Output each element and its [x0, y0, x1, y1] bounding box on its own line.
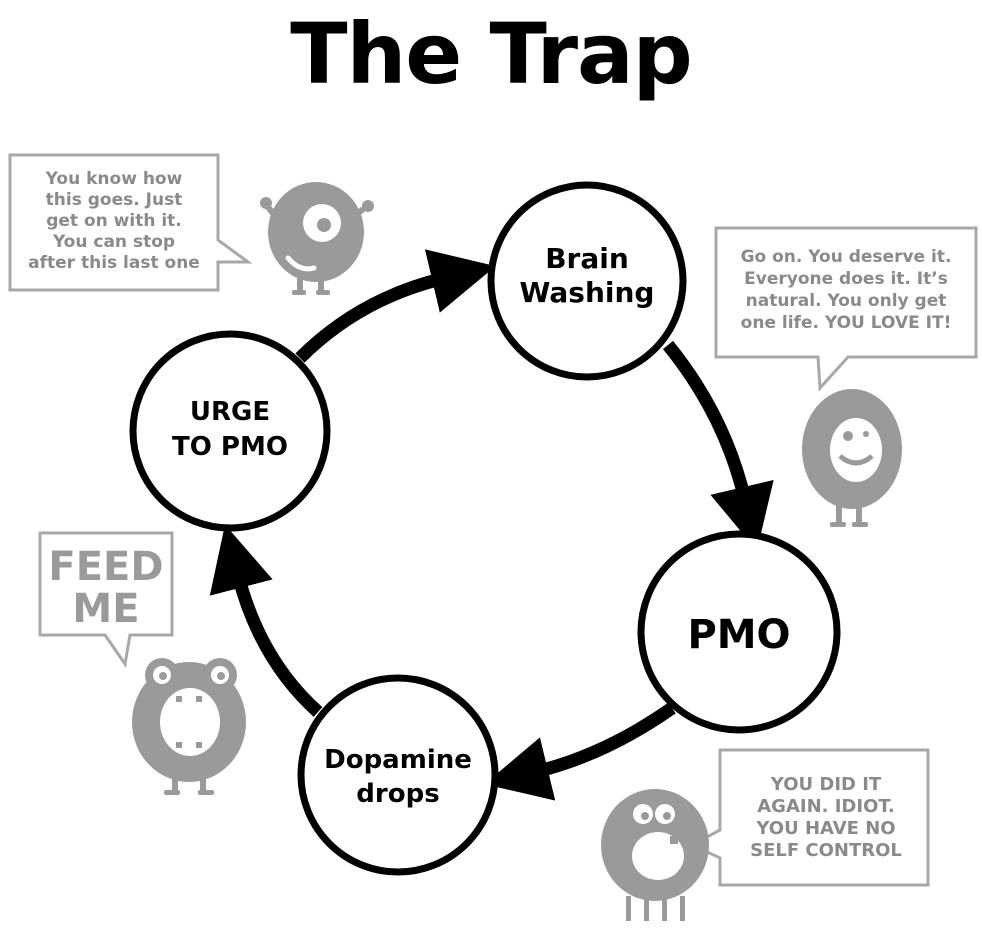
bubble-line: get on with it. [46, 211, 182, 231]
arrow-dopamine-to-urge [209, 524, 323, 717]
bubble-line: Everyone does it. It’s [744, 269, 948, 289]
node-dopamine-drops: Dopamine drops [297, 674, 499, 876]
bubble-line: SELF CONTROL [750, 840, 902, 861]
node-brain-washing: Brain Washing [487, 181, 687, 381]
monster-shouting [601, 789, 709, 921]
cycle-arrows [209, 249, 774, 801]
feed-line: ME [72, 586, 139, 632]
node-label-line: URGE [190, 397, 270, 427]
speech-bubble-top-right: Go on. You deserve it. Everyone does it.… [714, 226, 978, 392]
diagram-title: The Trap [290, 5, 693, 103]
arrow-brainwashing-to-pmo [662, 340, 774, 551]
feed-line: FEED [48, 544, 163, 590]
bubble-line: one life. YOU LOVE IT! [741, 313, 952, 333]
node-label-line: Dopamine [324, 745, 472, 775]
bubble-line: Go on. You deserve it. [741, 247, 952, 267]
bubble-line: natural. You only get [746, 291, 947, 311]
node-urge-to-pmo: URGE TO PMO [129, 330, 331, 532]
speech-bubble-bottom-right: YOU DID IT AGAIN. IDIOT. YOU HAVE NO SEL… [688, 748, 930, 887]
bubble-line: You know how [45, 169, 183, 189]
node-label-line: TO PMO [172, 432, 288, 462]
bubble-line: YOU HAVE NO [755, 818, 895, 839]
node-pmo: PMO [637, 530, 841, 734]
bubble-line: after this last one [28, 253, 200, 273]
arrow-urge-to-brainwashing [295, 249, 496, 363]
bubble-line: AGAIN. IDIOT. [757, 796, 895, 817]
speech-bubble-top-left: You know how this goes. Just get on with… [8, 153, 253, 292]
node-label-line: drops [356, 779, 439, 809]
node-label-line: Washing [520, 276, 655, 309]
bubble-line: YOU DID IT [770, 774, 882, 795]
speech-bubble-feed-me: FEED ME [38, 531, 174, 668]
monster-egg-smiling [802, 389, 902, 527]
node-label-line: Brain [545, 242, 629, 275]
bubble-line: this goes. Just [46, 190, 183, 210]
monster-hungry [132, 658, 246, 795]
node-label-line: PMO [687, 612, 790, 658]
monster-one-eyed [260, 182, 374, 295]
arrow-pmo-to-dopamine [484, 702, 676, 801]
bubble-line: You can stop [52, 232, 175, 252]
